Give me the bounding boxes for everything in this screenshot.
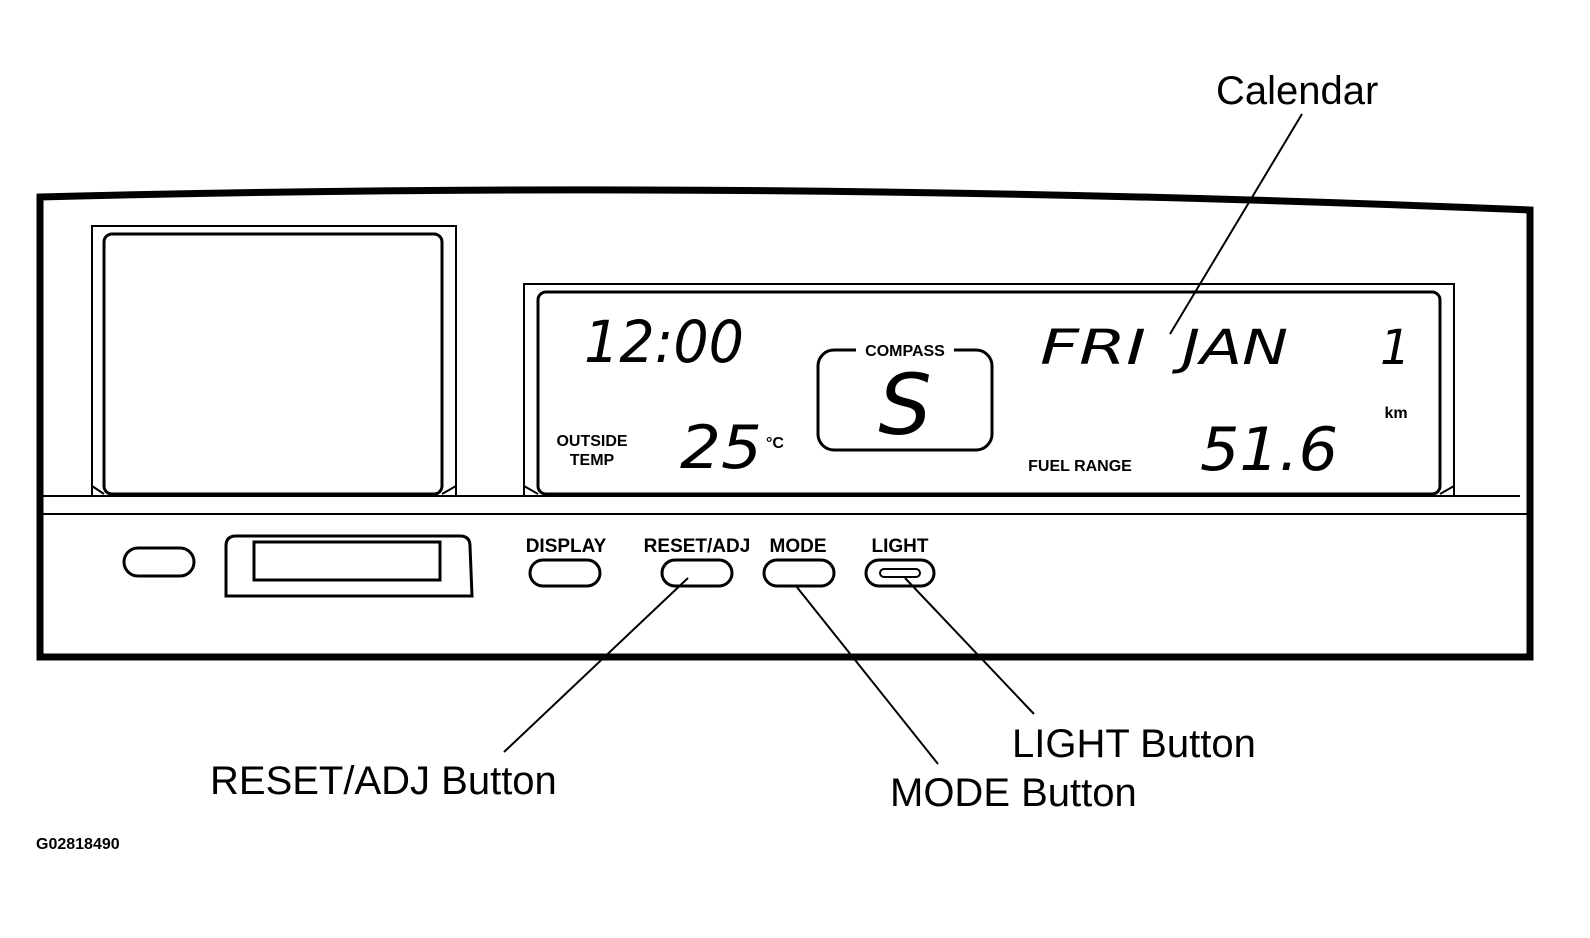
- calendar-callout: Calendar: [1216, 69, 1378, 113]
- light-button-label: LIGHT: [872, 536, 929, 557]
- figure-id: G02818490: [36, 836, 120, 853]
- light-leader-line: [904, 577, 1035, 715]
- mode-button-label: MODE: [770, 536, 827, 557]
- light-button[interactable]: [864, 558, 936, 588]
- calendar-month: JAN: [1172, 320, 1288, 376]
- compass-label: COMPASS: [865, 343, 945, 360]
- lcd-foot-left: [523, 485, 539, 495]
- reset-adj-leader-line: [503, 577, 689, 753]
- mode-button[interactable]: [762, 558, 836, 588]
- display-button-label: DISPLAY: [526, 536, 607, 557]
- console-outline: [36, 186, 1534, 661]
- reset-adj-button-label: RESET/ADJ: [644, 536, 751, 557]
- display-button[interactable]: [528, 558, 602, 588]
- compass-label-gap: [856, 340, 954, 360]
- fuel-range-unit: km: [1384, 405, 1407, 422]
- outside-temp-label-1: OUTSIDE: [556, 433, 627, 450]
- light-button-indicator: [879, 568, 921, 578]
- left-panel-screen: [102, 232, 444, 496]
- reset-adj-button-callout: RESET/ADJ Button: [210, 759, 557, 803]
- mode-button-callout: MODE Button: [890, 771, 1137, 815]
- outside-temp-label-2: TEMP: [570, 452, 615, 469]
- slot-window: [252, 540, 442, 582]
- mode-leader-line: [795, 585, 939, 765]
- left-panel-foot-right: [441, 485, 457, 495]
- fuel-range-label: FUEL RANGE: [1028, 458, 1132, 475]
- lcd-foot-right: [1439, 485, 1455, 495]
- clock-readout: 12:00: [584, 308, 744, 376]
- calendar-day: FRI: [1040, 320, 1146, 376]
- calendar-date: 1: [1380, 320, 1411, 376]
- light-button-callout: LIGHT Button: [1012, 722, 1256, 766]
- compass-heading: S: [878, 356, 931, 454]
- outside-temp-value: 25: [680, 413, 762, 483]
- calendar-leader-line: [1169, 113, 1303, 335]
- temp-unit: °C: [766, 435, 784, 452]
- reset-adj-button[interactable]: [660, 558, 734, 588]
- lcd-outer-frame: [523, 283, 1455, 496]
- slot-housing: [224, 534, 474, 598]
- left-panel-frame: [91, 225, 457, 496]
- left-panel-foot-left: [91, 485, 105, 495]
- fuel-range-value: 51.6: [1200, 415, 1338, 485]
- small-pill-button[interactable]: [122, 546, 196, 578]
- lcd-screen: [536, 290, 1442, 496]
